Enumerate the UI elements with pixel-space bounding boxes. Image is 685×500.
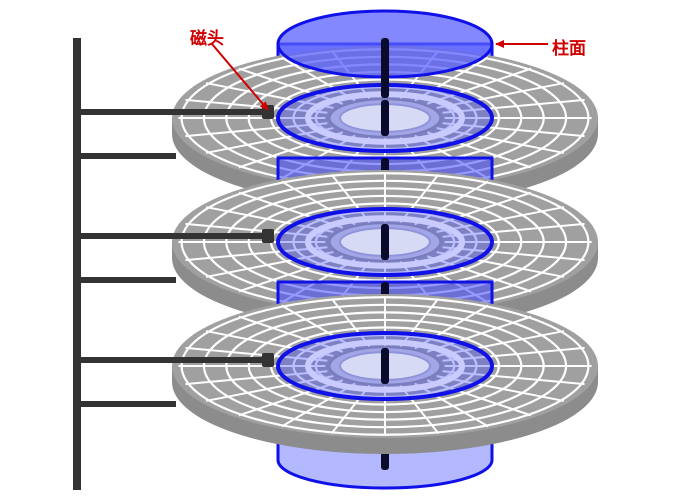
sector-line-3-13 <box>185 346 328 362</box>
arm-lower-2 <box>81 277 176 283</box>
arm-upper-3 <box>81 357 271 363</box>
sector-line-2-14 <box>205 206 334 233</box>
arm-upper-2 <box>81 233 271 239</box>
sector-line-3-19 <box>399 297 440 348</box>
read-head-2 <box>262 229 274 243</box>
spindle-through-3 <box>381 348 389 384</box>
sector-line-3-7 <box>330 384 371 435</box>
sector-line-1-23 <box>442 98 585 114</box>
sector-line-2-13 <box>185 222 328 238</box>
sector-line-2-1 <box>442 246 585 262</box>
sector-line-3-4 <box>414 382 489 428</box>
sector-line-3-16 <box>281 304 356 350</box>
sector-line-3-9 <box>238 379 344 417</box>
sector-line-3-8 <box>281 382 356 428</box>
cylinder-top <box>276 9 494 98</box>
sector-line-1-14 <box>205 82 334 109</box>
sector-line-1-9 <box>238 131 344 169</box>
sector-line-2-17 <box>330 173 371 224</box>
sector-line-3-21 <box>426 315 532 353</box>
sector-line-1-21 <box>426 67 532 105</box>
sector-line-3-15 <box>238 315 344 353</box>
sector-line-1-22 <box>436 82 565 109</box>
arm-lower-1 <box>81 153 176 159</box>
sector-line-2-15 <box>238 191 344 229</box>
sector-line-2-16 <box>281 180 356 226</box>
sector-line-3-17 <box>330 297 371 348</box>
arm-lower-3 <box>81 401 176 407</box>
sector-line-1-1 <box>442 122 585 138</box>
sector-line-3-2 <box>436 375 565 402</box>
sector-line-1-15 <box>238 67 344 105</box>
sector-line-2-22 <box>436 206 565 233</box>
platter-3 <box>81 280 598 454</box>
sector-line-3-22 <box>436 330 565 357</box>
sector-line-2-3 <box>426 255 532 293</box>
sector-line-3-11 <box>185 370 328 386</box>
sector-line-3-14 <box>205 330 334 357</box>
sector-line-3-23 <box>442 346 585 362</box>
sector-line-1-16 <box>281 56 356 102</box>
sector-line-1-20 <box>414 56 489 102</box>
cylinder-label: 柱面 <box>552 39 586 59</box>
sector-line-1-2 <box>436 127 565 154</box>
read-head-3 <box>262 353 274 367</box>
sector-line-2-20 <box>414 180 489 226</box>
head-pointer-line <box>211 43 269 111</box>
sector-line-1-11 <box>185 122 328 138</box>
sector-line-1-13 <box>185 98 328 114</box>
sector-line-2-21 <box>426 191 532 229</box>
sector-line-2-23 <box>442 222 585 238</box>
sector-line-3-3 <box>426 379 532 417</box>
sector-line-1-3 <box>426 131 532 169</box>
sector-line-2-10 <box>205 251 334 278</box>
arm-upper-1 <box>81 109 271 115</box>
sector-line-3-10 <box>205 375 334 402</box>
sector-line-2-11 <box>185 246 328 262</box>
sector-line-1-10 <box>205 127 334 154</box>
sector-line-2-19 <box>399 173 440 224</box>
sector-line-3-1 <box>442 370 585 386</box>
inner-band-3 <box>304 339 466 393</box>
spindle-through-2 <box>381 224 389 260</box>
platter-stack <box>81 42 598 454</box>
head-label: 磁头 <box>190 29 224 49</box>
sector-line-2-9 <box>238 255 344 293</box>
sector-line-3-20 <box>414 304 489 350</box>
inner-band-2 <box>304 215 466 269</box>
read-head-1 <box>262 105 274 119</box>
spindle-top <box>381 38 389 98</box>
actuator-post <box>73 38 81 490</box>
spindle-through-1 <box>381 100 389 136</box>
sector-line-2-2 <box>436 251 565 278</box>
sector-line-3-5 <box>399 384 440 435</box>
